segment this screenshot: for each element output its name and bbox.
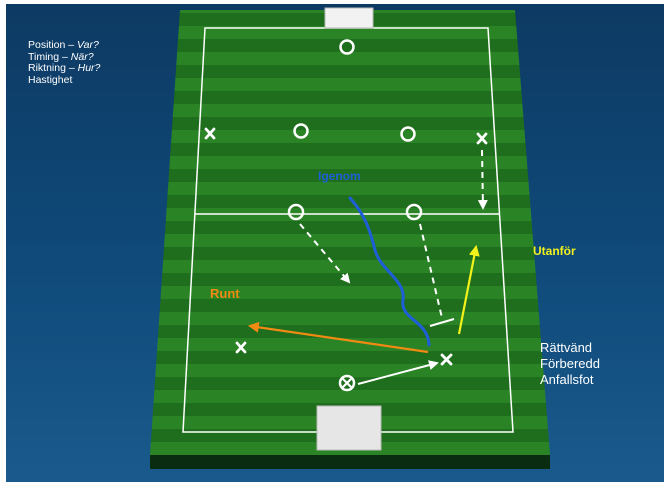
attacker-left-bottom <box>235 341 247 354</box>
pitch-grass <box>150 10 550 455</box>
note-position: Position – Var? <box>28 39 99 51</box>
defender-right-mid <box>400 126 416 142</box>
dashed-run-arrow-left <box>299 223 351 284</box>
igenom-run-path <box>348 196 431 347</box>
note-timing: Timing – När? <box>28 50 94 63</box>
attacker-left-top <box>204 127 216 140</box>
ball-carrier-notes: Rättvänd Förberedd Anfallsfot <box>540 340 600 388</box>
note-riktning: Riktning – Hur? <box>28 62 101 74</box>
note-hastighet: Hastighet <box>28 73 73 86</box>
utanfor-label: Utanför <box>533 244 576 258</box>
block-mark <box>429 318 455 327</box>
defender-left-halfway <box>287 203 305 221</box>
attacker-ball-carrier <box>440 353 453 366</box>
defender-left-mid <box>293 123 309 139</box>
runt-arrow <box>247 321 429 354</box>
key-points-list: Position – Var? Timing – När? Riktning –… <box>28 39 101 86</box>
bottom-goal <box>316 405 382 451</box>
runt-label: Runt <box>210 286 240 301</box>
top-goal <box>324 7 374 29</box>
pitch-shadow <box>150 455 550 469</box>
defender-right-halfway <box>405 203 423 221</box>
attacker-right-top <box>476 132 488 145</box>
dashed-run-arrow-right <box>419 223 443 319</box>
passer-player <box>338 374 356 392</box>
note-forberedd: Förberedd <box>540 356 600 371</box>
note-anfallsfot: Anfallsfot <box>540 372 594 387</box>
utanfor-arrow <box>457 244 480 335</box>
igenom-label: Igenom <box>318 169 361 183</box>
dashed-run-arrow-top-right <box>477 149 488 210</box>
note-rattvand: Rättvänd <box>540 340 593 355</box>
defender-goalkeeper <box>339 39 355 55</box>
pitch-boundary <box>182 27 514 433</box>
pass-arrow <box>357 360 439 385</box>
